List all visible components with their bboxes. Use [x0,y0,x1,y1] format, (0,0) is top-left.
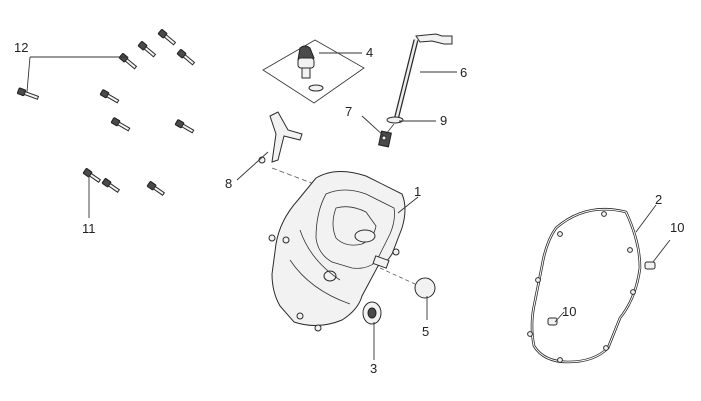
callout-11: 11 [82,221,96,236]
bolt [82,168,102,183]
callout-9: 9 [440,113,447,128]
part-10-dowel-pin [644,261,656,270]
callout-3: 3 [370,361,377,376]
part-4-filler-plug-set [262,39,365,104]
bolt [146,181,166,196]
callout-2: 2 [655,192,662,207]
bolt [101,178,121,193]
callout-10-pin-right: 10 [670,220,684,235]
bolt [157,29,177,46]
bolt [16,87,40,100]
part-9-o-ring [386,116,404,124]
bolt [174,119,195,134]
part-6-dipstick [378,33,453,148]
callout-6: 6 [460,65,467,80]
bolt [99,89,120,104]
leader-lines [26,52,671,360]
callout-10-pin-left: 10 [562,304,576,319]
bolt [176,49,196,66]
bolt-group-12 [16,29,196,134]
callout-12: 12 [14,40,28,55]
callout-5: 5 [422,324,429,339]
callout-7: 7 [345,104,352,119]
part-2-gasket [527,208,642,364]
callout-1: 1 [414,184,421,199]
callout-8: 8 [225,176,232,191]
part-7-fitting [381,135,387,141]
part-5-plug-cap [379,267,436,299]
bolt [110,117,131,132]
part-10-dowel-pin [547,317,558,326]
callout-4: 4 [366,45,373,60]
bolt-group-11 [82,168,166,196]
part-1-side-cover [268,171,406,332]
bolt [118,53,138,70]
bolt [137,41,157,58]
part-3-oil-seal [362,301,382,325]
